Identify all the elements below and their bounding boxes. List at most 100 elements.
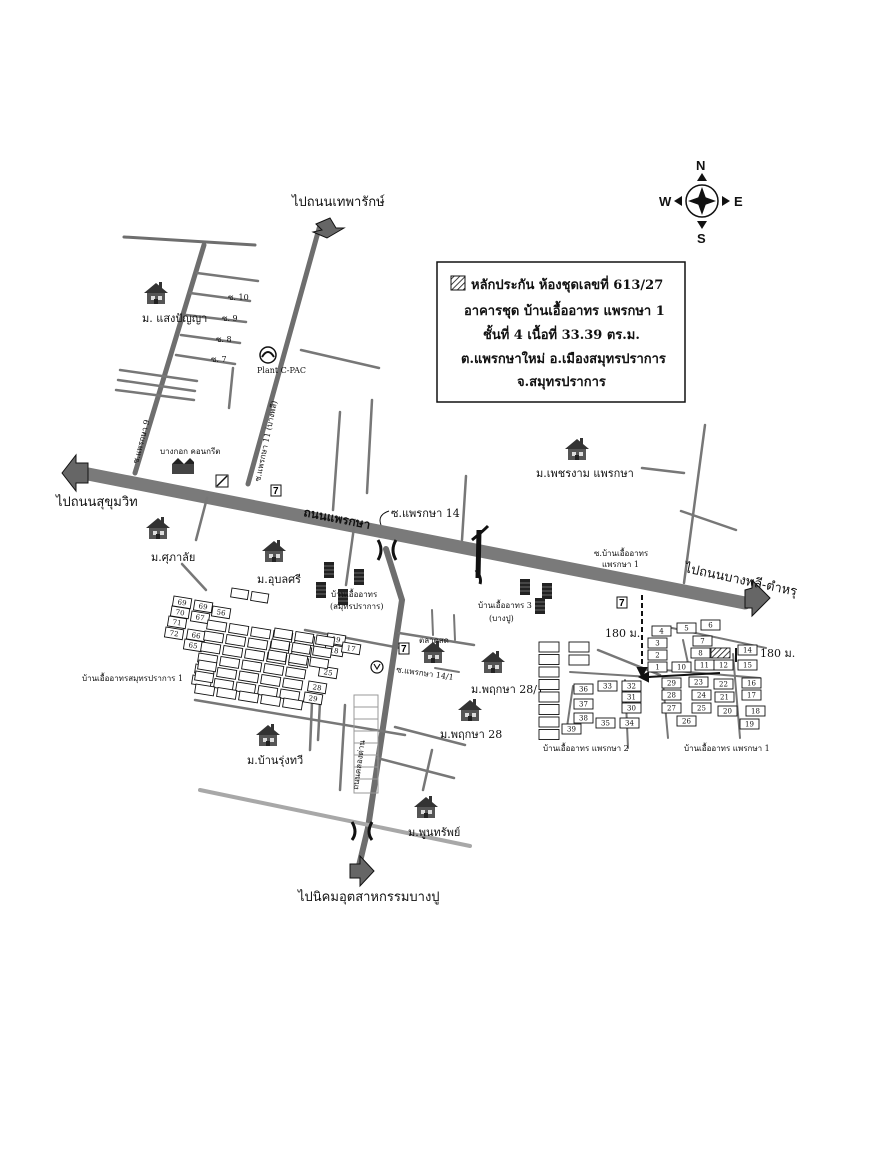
lot-box (671, 661, 692, 673)
lot-box (621, 702, 642, 714)
lot-box (700, 619, 721, 631)
lot-box (690, 647, 711, 659)
lot-number: 19 (331, 635, 341, 644)
label-ua3-a: บ้านเอื้ออาทร 3 (478, 599, 532, 610)
lot-box (216, 686, 238, 700)
lot-box (661, 677, 682, 689)
compass-n: N (696, 158, 705, 173)
label-phetcharam: ม.เพชรงาม แพรกษา (536, 467, 634, 480)
label-phrueksa28-1: ม.พฤกษา 28/1 (471, 683, 544, 696)
lot-number: 15 (743, 662, 752, 670)
lot-box (273, 627, 294, 641)
legend-line-2: อาคารชุด บ้านเอื้ออาทร แพรกษา 1 (464, 300, 665, 319)
lot-box (263, 662, 285, 676)
label-distance-2: 180 ม. (760, 647, 795, 660)
lot-box (228, 622, 250, 636)
lot-box (737, 644, 758, 656)
route-marker (636, 595, 737, 683)
legend-line-3: ชั้นที่ 4 เนื้อที่ 33.39 ตร.ม. (483, 324, 640, 343)
house-icon (262, 540, 286, 562)
label-soi-praeksa9: ซ.แพรกษา 9 (131, 419, 151, 465)
lot-box (661, 689, 682, 701)
lot-number: 5 (684, 625, 688, 633)
lot-box (222, 644, 244, 658)
lot-box (285, 666, 307, 680)
house-icon (414, 796, 438, 818)
lot-number: 36 (579, 686, 588, 694)
lot-number: 32 (627, 683, 636, 691)
lot-number: 7 (700, 638, 704, 646)
label-bangkok-concrete: บางกอก คอนกรีต (160, 447, 220, 456)
lot-box (312, 645, 333, 659)
lot-box (573, 712, 594, 724)
lot-box (538, 704, 560, 715)
lot-number: 34 (625, 720, 634, 728)
lot-number: 21 (720, 694, 729, 702)
lot-box (166, 615, 188, 630)
lot-box (621, 691, 642, 703)
gas-station-icon (215, 474, 229, 488)
lot-box (260, 693, 282, 707)
lot-number: 19 (745, 721, 754, 729)
lot-number: 3 (655, 640, 659, 648)
lot-box (538, 729, 560, 740)
lot-box (713, 659, 734, 671)
lot-box (203, 630, 225, 644)
lot-box (219, 655, 241, 669)
lot-box (647, 661, 668, 673)
lot-box (538, 716, 560, 728)
lot-box (163, 626, 185, 641)
lot-box (538, 691, 560, 703)
svg-text:7: 7 (619, 598, 625, 609)
lot-number: 25 (323, 668, 333, 677)
lot-box (216, 666, 238, 680)
label-phoonsap: ม.พูนทรัพย์ (408, 826, 460, 839)
lot-number: 23 (694, 679, 703, 687)
lot-box (309, 656, 330, 670)
lot-box (573, 683, 594, 695)
label-soi8: ซ. 8 (216, 335, 232, 344)
label-to-bangpoo: ไปนิคมอุตสาหกรรมบางปู (297, 889, 440, 905)
lot-box (619, 717, 640, 729)
house-icon (481, 651, 505, 673)
lot-number: 30 (627, 705, 636, 713)
lot-number: 12 (719, 662, 728, 670)
lot-box (244, 648, 266, 662)
label-ua-samut-a: บ้านเอื้ออาทร (331, 588, 378, 599)
lot-number: 65 (188, 641, 198, 650)
house-icon (458, 699, 482, 721)
lot-box (737, 659, 758, 671)
shell-station-icon (370, 660, 384, 674)
lot-box (595, 717, 616, 729)
lot-number: 29 (667, 680, 676, 688)
lot-number: 71 (172, 618, 182, 627)
lot-box (538, 666, 560, 678)
lot-box (573, 698, 594, 710)
lot-box (538, 679, 560, 690)
lot-box (267, 649, 288, 663)
cpac-logo-icon (259, 346, 277, 364)
lot-box (647, 637, 668, 649)
lot-number: 39 (567, 726, 576, 734)
lot-number: 16 (747, 680, 756, 688)
lot-box (745, 705, 766, 717)
lot-box (294, 630, 315, 644)
lot-number: 28 (312, 683, 322, 692)
seven-eleven-icon: 7 7 7 (270, 484, 628, 655)
compass-rose (674, 173, 730, 229)
lot-number: 18 (329, 646, 339, 655)
lot-number: 10 (677, 664, 686, 672)
lot-number: 22 (719, 681, 728, 689)
lot-number: 17 (346, 644, 356, 653)
lot-box (717, 705, 738, 717)
lot-box (250, 626, 272, 640)
lot-box (210, 605, 232, 620)
lot-number: 6 (708, 622, 713, 630)
lot-box (194, 683, 216, 697)
lot-number: 35 (601, 720, 610, 728)
lot-number: 20 (723, 708, 732, 716)
label-saengpanya: ม. แสงปัญญา (142, 312, 207, 325)
lot-box (561, 723, 582, 735)
lot-box (194, 670, 215, 684)
